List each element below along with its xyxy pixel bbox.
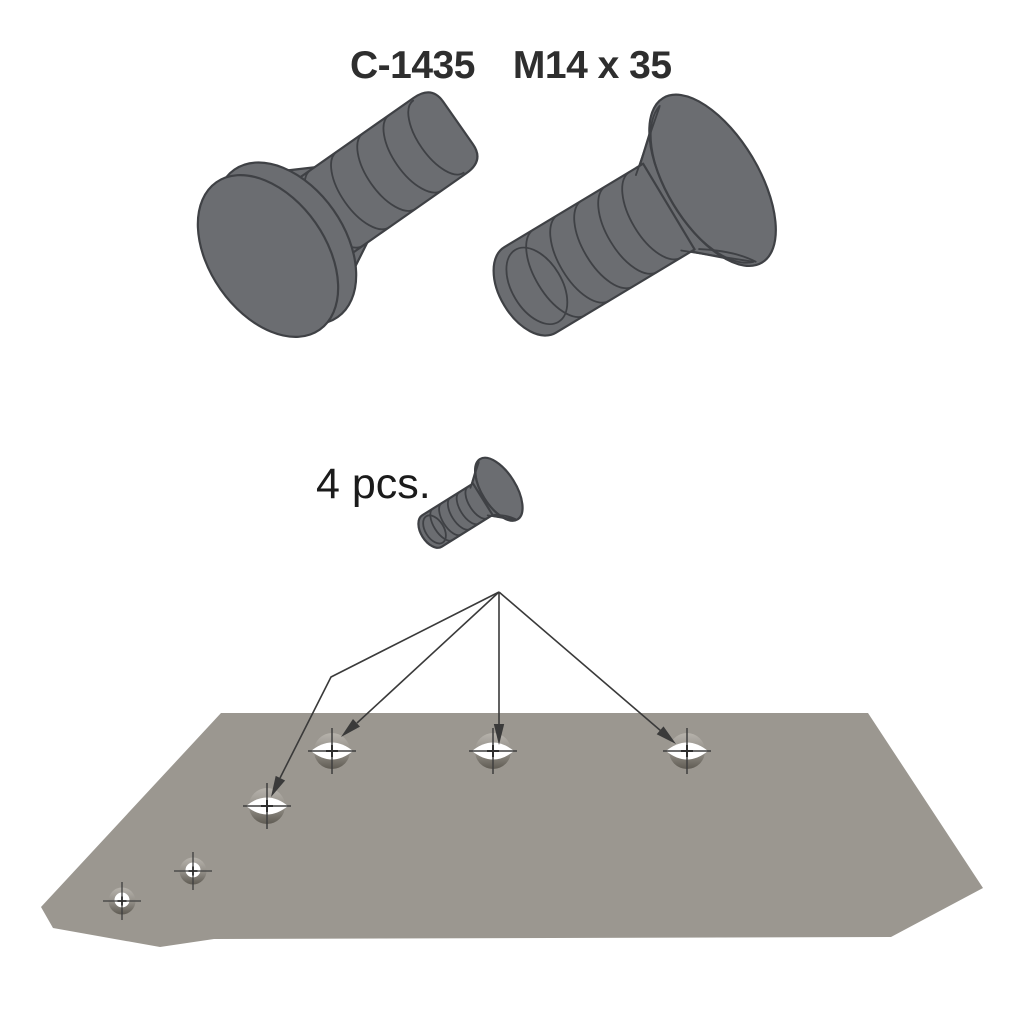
plow-share-plate — [41, 713, 983, 947]
bolt-tip-view — [453, 73, 803, 389]
part-number-label: C-1435 — [350, 44, 475, 87]
diagram-title: C-1435 M14 x 35 — [350, 44, 672, 88]
size-label: M14 x 35 — [512, 44, 672, 87]
pointer-arrow-3 — [493, 592, 505, 745]
pointer-arrow-1 — [271, 591, 500, 797]
bolt-head-view — [196, 91, 479, 338]
pointer-arrow-4 — [498, 591, 676, 744]
pointer-arrow-2 — [341, 591, 500, 737]
bolt-small — [403, 449, 533, 568]
pointer-arrows — [271, 591, 676, 797]
quantity-label: 4 pcs. — [316, 460, 431, 508]
